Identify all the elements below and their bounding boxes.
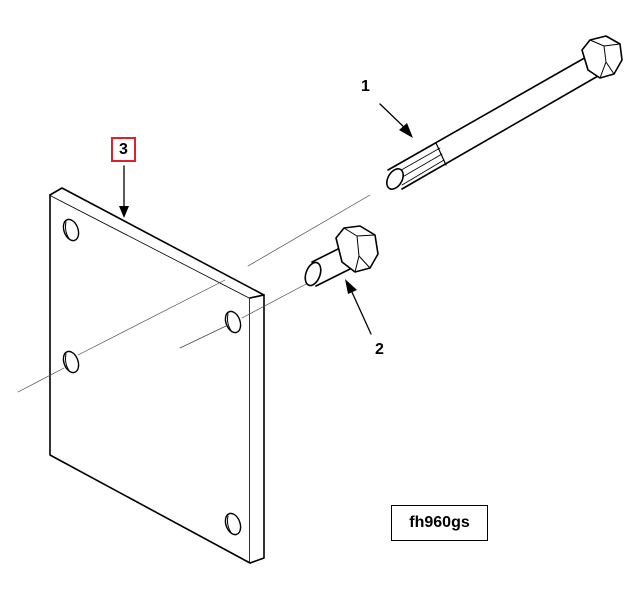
callout-1-label: 1 [361, 78, 370, 95]
alignment-lines [17, 194, 371, 393]
short-hex-bolt-icon [304, 225, 379, 287]
figure-id-label: fh960gs [391, 505, 488, 541]
callout-2-label: 2 [375, 341, 384, 358]
long-hex-bolt-icon [386, 35, 623, 190]
arrowhead-2 [345, 279, 357, 294]
arrowhead-3 [119, 206, 129, 218]
arrowhead-1 [399, 123, 413, 138]
mounting-plate-icon [49, 187, 265, 564]
leader-line-2 [350, 289, 372, 335]
callout-3-highlighted-label: 3 [111, 137, 136, 162]
